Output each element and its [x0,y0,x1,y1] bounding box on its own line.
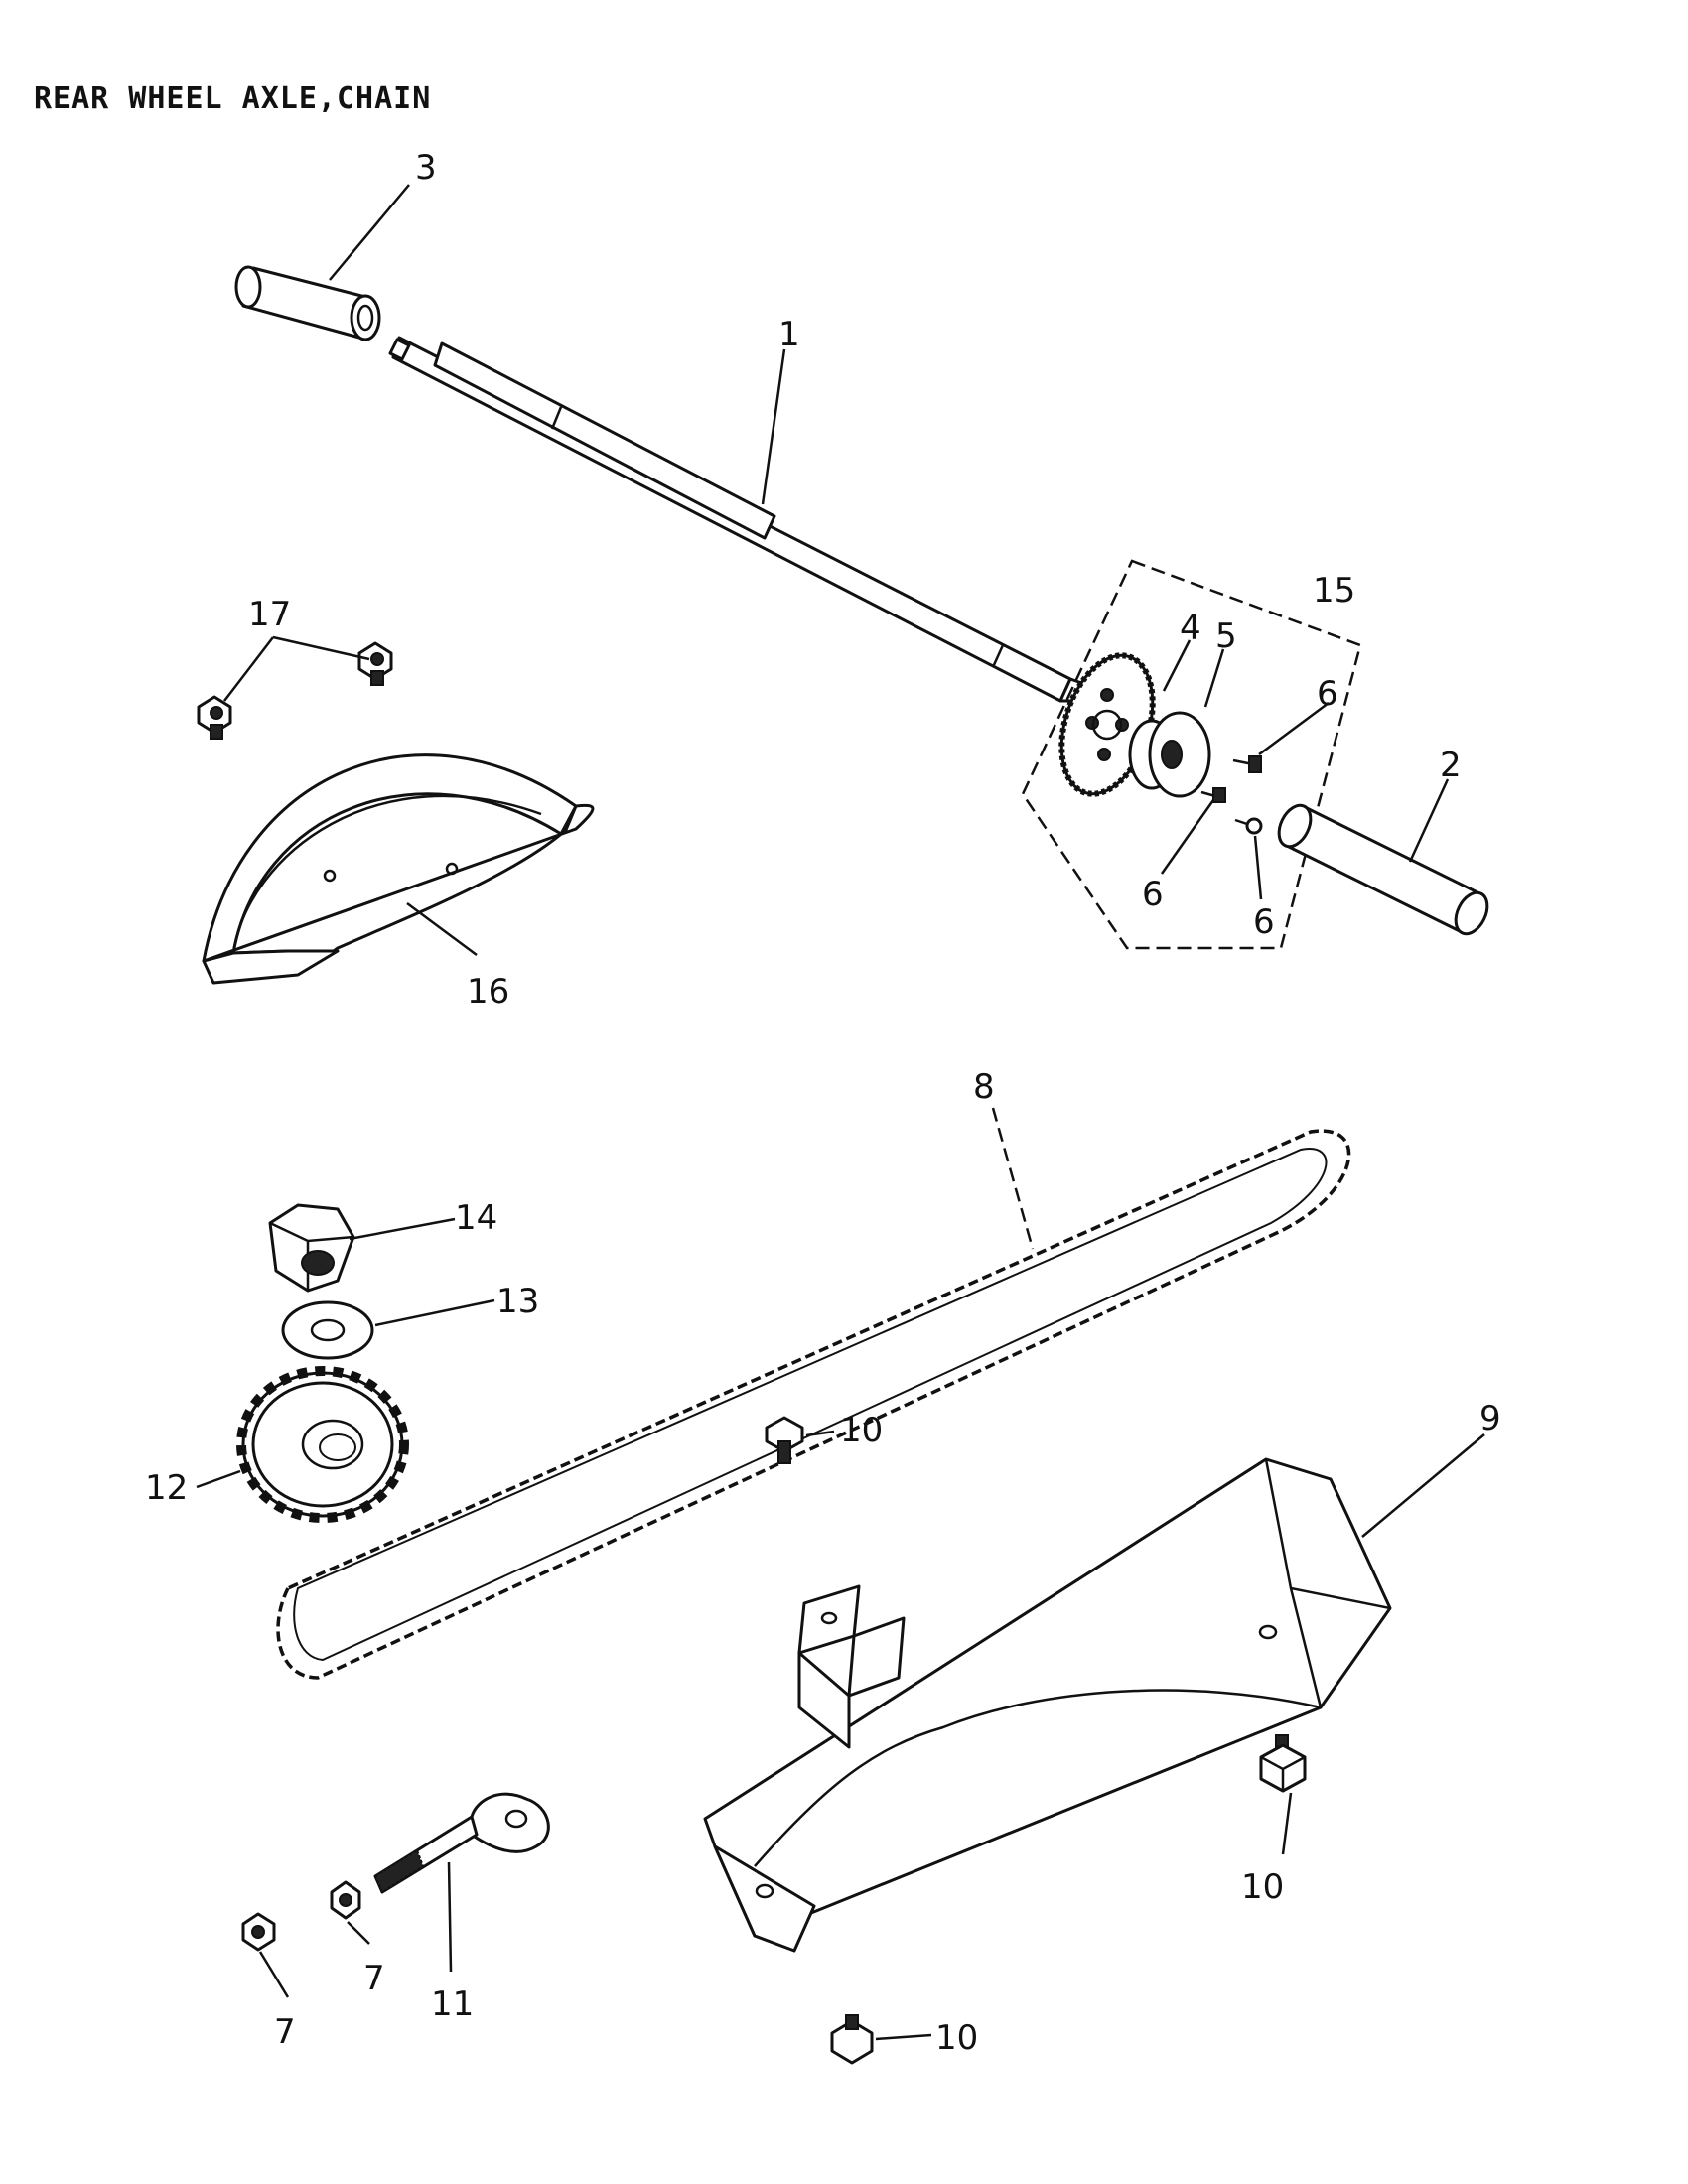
part-16-upper-chain-guard[interactable] [202,753,595,985]
callout-4: 4 [1180,609,1201,648]
callout-9: 9 [1479,1399,1501,1438]
leader-lines [196,184,1485,2041]
callout-2: 2 [1440,746,1462,785]
part-7-nut-right[interactable] [330,1880,361,1920]
part-3-axle-sleeve[interactable] [234,265,381,341]
callout-8: 8 [973,1067,995,1107]
part-9-lower-chain-guard[interactable] [703,1457,1392,1953]
part-12-drive-sprocket[interactable] [236,1366,409,1523]
callout-16: 16 [467,972,509,1012]
callout-14: 14 [455,1198,497,1238]
callout-13: 13 [496,1282,539,1321]
part-11-chain-adjuster[interactable] [373,1792,550,1894]
part-17-nut-left[interactable] [197,695,232,740]
callout-11: 11 [431,1984,474,2024]
callout-5: 5 [1215,616,1237,656]
part-8-drive-chain[interactable] [276,1129,1351,1680]
part-6-bolt-middle[interactable] [1200,787,1226,803]
part-6-bolt-upper[interactable] [1232,755,1262,773]
part-7-nut-left[interactable] [241,1912,276,1952]
part-5-hub[interactable] [1128,711,1211,798]
part-10-bolt-center[interactable] [765,1416,804,1464]
callout-10-right: 10 [1241,1867,1284,1907]
part-10-bolt-right[interactable] [1259,1734,1307,1793]
callout-6-lower-right: 6 [1253,902,1275,942]
part-10-bolt-bottom[interactable] [830,2014,874,2065]
callout-3: 3 [415,148,437,188]
part-13-washer[interactable] [281,1300,374,1360]
callout-1: 1 [778,315,800,354]
part-2-axle-sleeve[interactable] [1273,800,1493,939]
callout-17: 17 [248,595,291,634]
callout-15: 15 [1313,571,1355,611]
callout-6-lower-left: 6 [1142,875,1164,914]
part-17-nut-right[interactable] [357,641,393,686]
callout-12: 12 [145,1468,188,1508]
part-15-hub-assembly-outline [1021,559,1362,950]
callout-10-center: 10 [840,1411,883,1450]
callout-7-left: 7 [274,2012,296,2052]
page-title: REAR WHEEL AXLE,CHAIN [34,81,432,116]
callout-7-right: 7 [363,1959,385,1998]
part-14-hex-nut[interactable] [268,1203,355,1293]
part-1-rear-axle[interactable] [388,336,1089,703]
part-6-bolt-lower[interactable] [1234,817,1263,835]
callout-6-upper: 6 [1317,674,1338,714]
callout-10-bottom: 10 [935,2018,978,2058]
